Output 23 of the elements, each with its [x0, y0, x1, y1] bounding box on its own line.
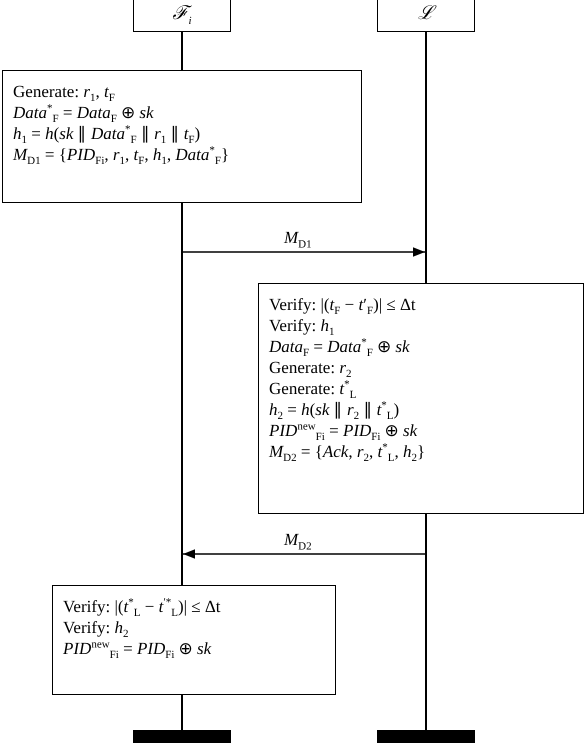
- process-box: [2, 70, 362, 203]
- formula-line: M$_{D2}$ = {Ack, r$_{2}$, t$^{*}$$_{L}$, h$_{2}$}: [269, 441, 426, 462]
- process-box: [52, 585, 336, 695]
- lifeline-header: ℱ$_{i}$: [133, 0, 231, 32]
- formula-line: Data$_{F}$ = Data$^{*}$$_{F}$ ⊕ sk: [269, 336, 411, 357]
- formula-line: M$_{D1}$ = {PID$_{Fi}$, r$_{1}$, t$_{F}$, h$_{1}$, Data$^{*}$$_{F}$}: [13, 144, 230, 165]
- process-box: [258, 283, 584, 514]
- formula-line: Verify: |(t$^{*}$$_{L}$ − t$^{′*}$$_{L}$)| ≤ Δt: [63, 596, 222, 617]
- formula-line: PID$^{new}$$_{Fi}$ = PID$_{Fi}$ ⊕ sk: [63, 638, 212, 659]
- formula-line: h$_{1}$ = h(sk ∥ Data$^{*}$$_{F}$ ∥ r$_{1}$ ∥ t$_{F}$): [13, 123, 202, 144]
- lifeline-end-bar: [377, 730, 475, 743]
- message-arrow: [183, 549, 425, 559]
- formula-line: h$_{2}$ = h(sk ∥ r$_{2}$ ∥ t$^{*}$$_{L}$): [269, 399, 400, 420]
- formula-line: Generate: r$_{2}$: [269, 357, 352, 378]
- formula-line: Data$^{*}$$_{F}$ = Data$_{F}$ ⊕ sk: [13, 102, 155, 123]
- formula-line: Verify: |(t$_{F}$ − t′$_{F}$)| ≤ Δt: [269, 294, 417, 315]
- lifeline-header: ℒ: [377, 0, 475, 32]
- formula-line: Verify: h$_{2}$: [63, 617, 130, 638]
- formula-line: Verify: h$_{1}$: [269, 315, 336, 336]
- formula-line: Generate: r$_{1}$, t$_{F}$: [13, 81, 116, 102]
- formula-line: PID$^{new}$$_{Fi}$ = PID$_{Fi}$ ⊕ sk: [269, 420, 418, 441]
- lifeline-end-bar: [133, 730, 231, 743]
- message-arrow: [183, 247, 425, 257]
